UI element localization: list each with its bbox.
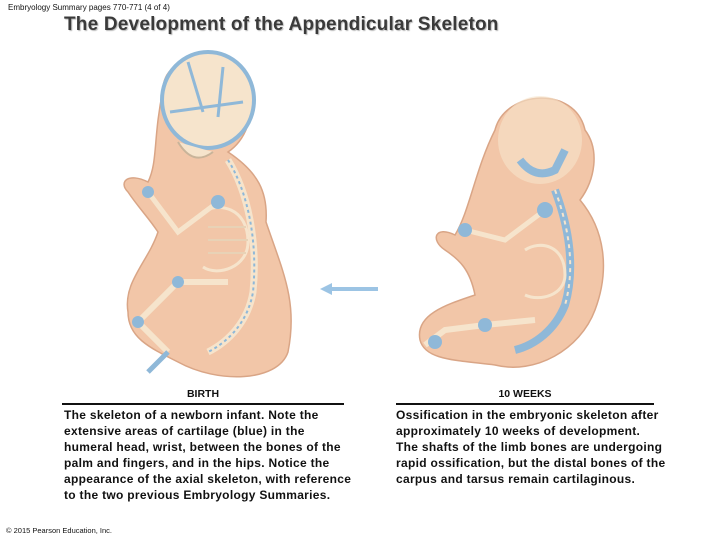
copyright-notice: © 2015 Pearson Education, Inc. [6,526,113,535]
birth-caption: The skeleton of a newborn infant. Note t… [64,408,352,502]
page-title: The Development of the Appendicular Skel… [64,14,499,35]
ten-week-skeleton-illustration [418,96,605,368]
ten-weeks-label: 10 WEEKS [396,388,654,405]
ten-weeks-caption: Ossification in the embryonic skeleton a… [396,408,666,486]
newborn-skeleton-illustration [123,50,292,378]
page-header: Embryology Summary pages 770-771 (4 of 4… [8,3,170,12]
left-arrow-icon [320,283,378,295]
birth-label: BIRTH [62,388,344,405]
